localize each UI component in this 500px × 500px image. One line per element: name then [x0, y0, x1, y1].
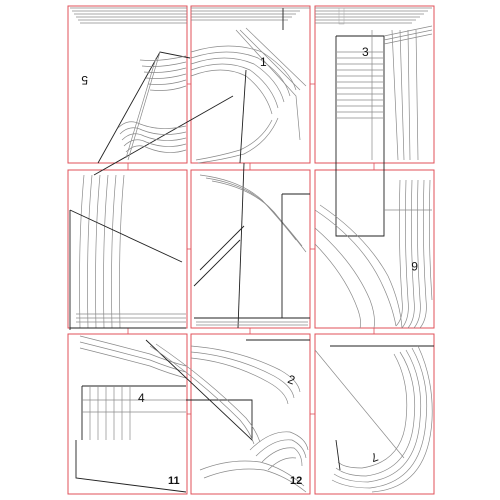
tile-r3c1 — [67, 333, 188, 495]
bodice-panel — [93, 27, 307, 329]
tile-r1c1 — [67, 5, 188, 164]
tile-r2c3 — [314, 169, 435, 329]
page-label-2: 2 — [286, 372, 297, 388]
skirt-panels — [69, 163, 433, 330]
tile-r1c2 — [190, 5, 311, 164]
page-label-5: 5 — [81, 73, 88, 87]
page-label-6: 6 — [411, 259, 418, 273]
tile-grid — [67, 5, 435, 495]
bottom-pieces — [75, 335, 434, 493]
tile-r2c1 — [67, 169, 188, 329]
tile-r1c3 — [314, 5, 435, 164]
page-label-12: 12 — [290, 475, 302, 487]
page-labels: 5 1 3 6 4 2 7 11 12 — [81, 45, 418, 487]
panel-3 — [335, 7, 433, 163]
top-size-lines — [70, 7, 432, 30]
page-label-4: 4 — [138, 391, 145, 405]
page-label-7: 7 — [369, 449, 380, 465]
page-label-1: 1 — [260, 55, 267, 69]
alignment-marks — [127, 83, 375, 415]
page-label-11: 11 — [168, 475, 180, 487]
page-label-3: 3 — [362, 45, 369, 59]
